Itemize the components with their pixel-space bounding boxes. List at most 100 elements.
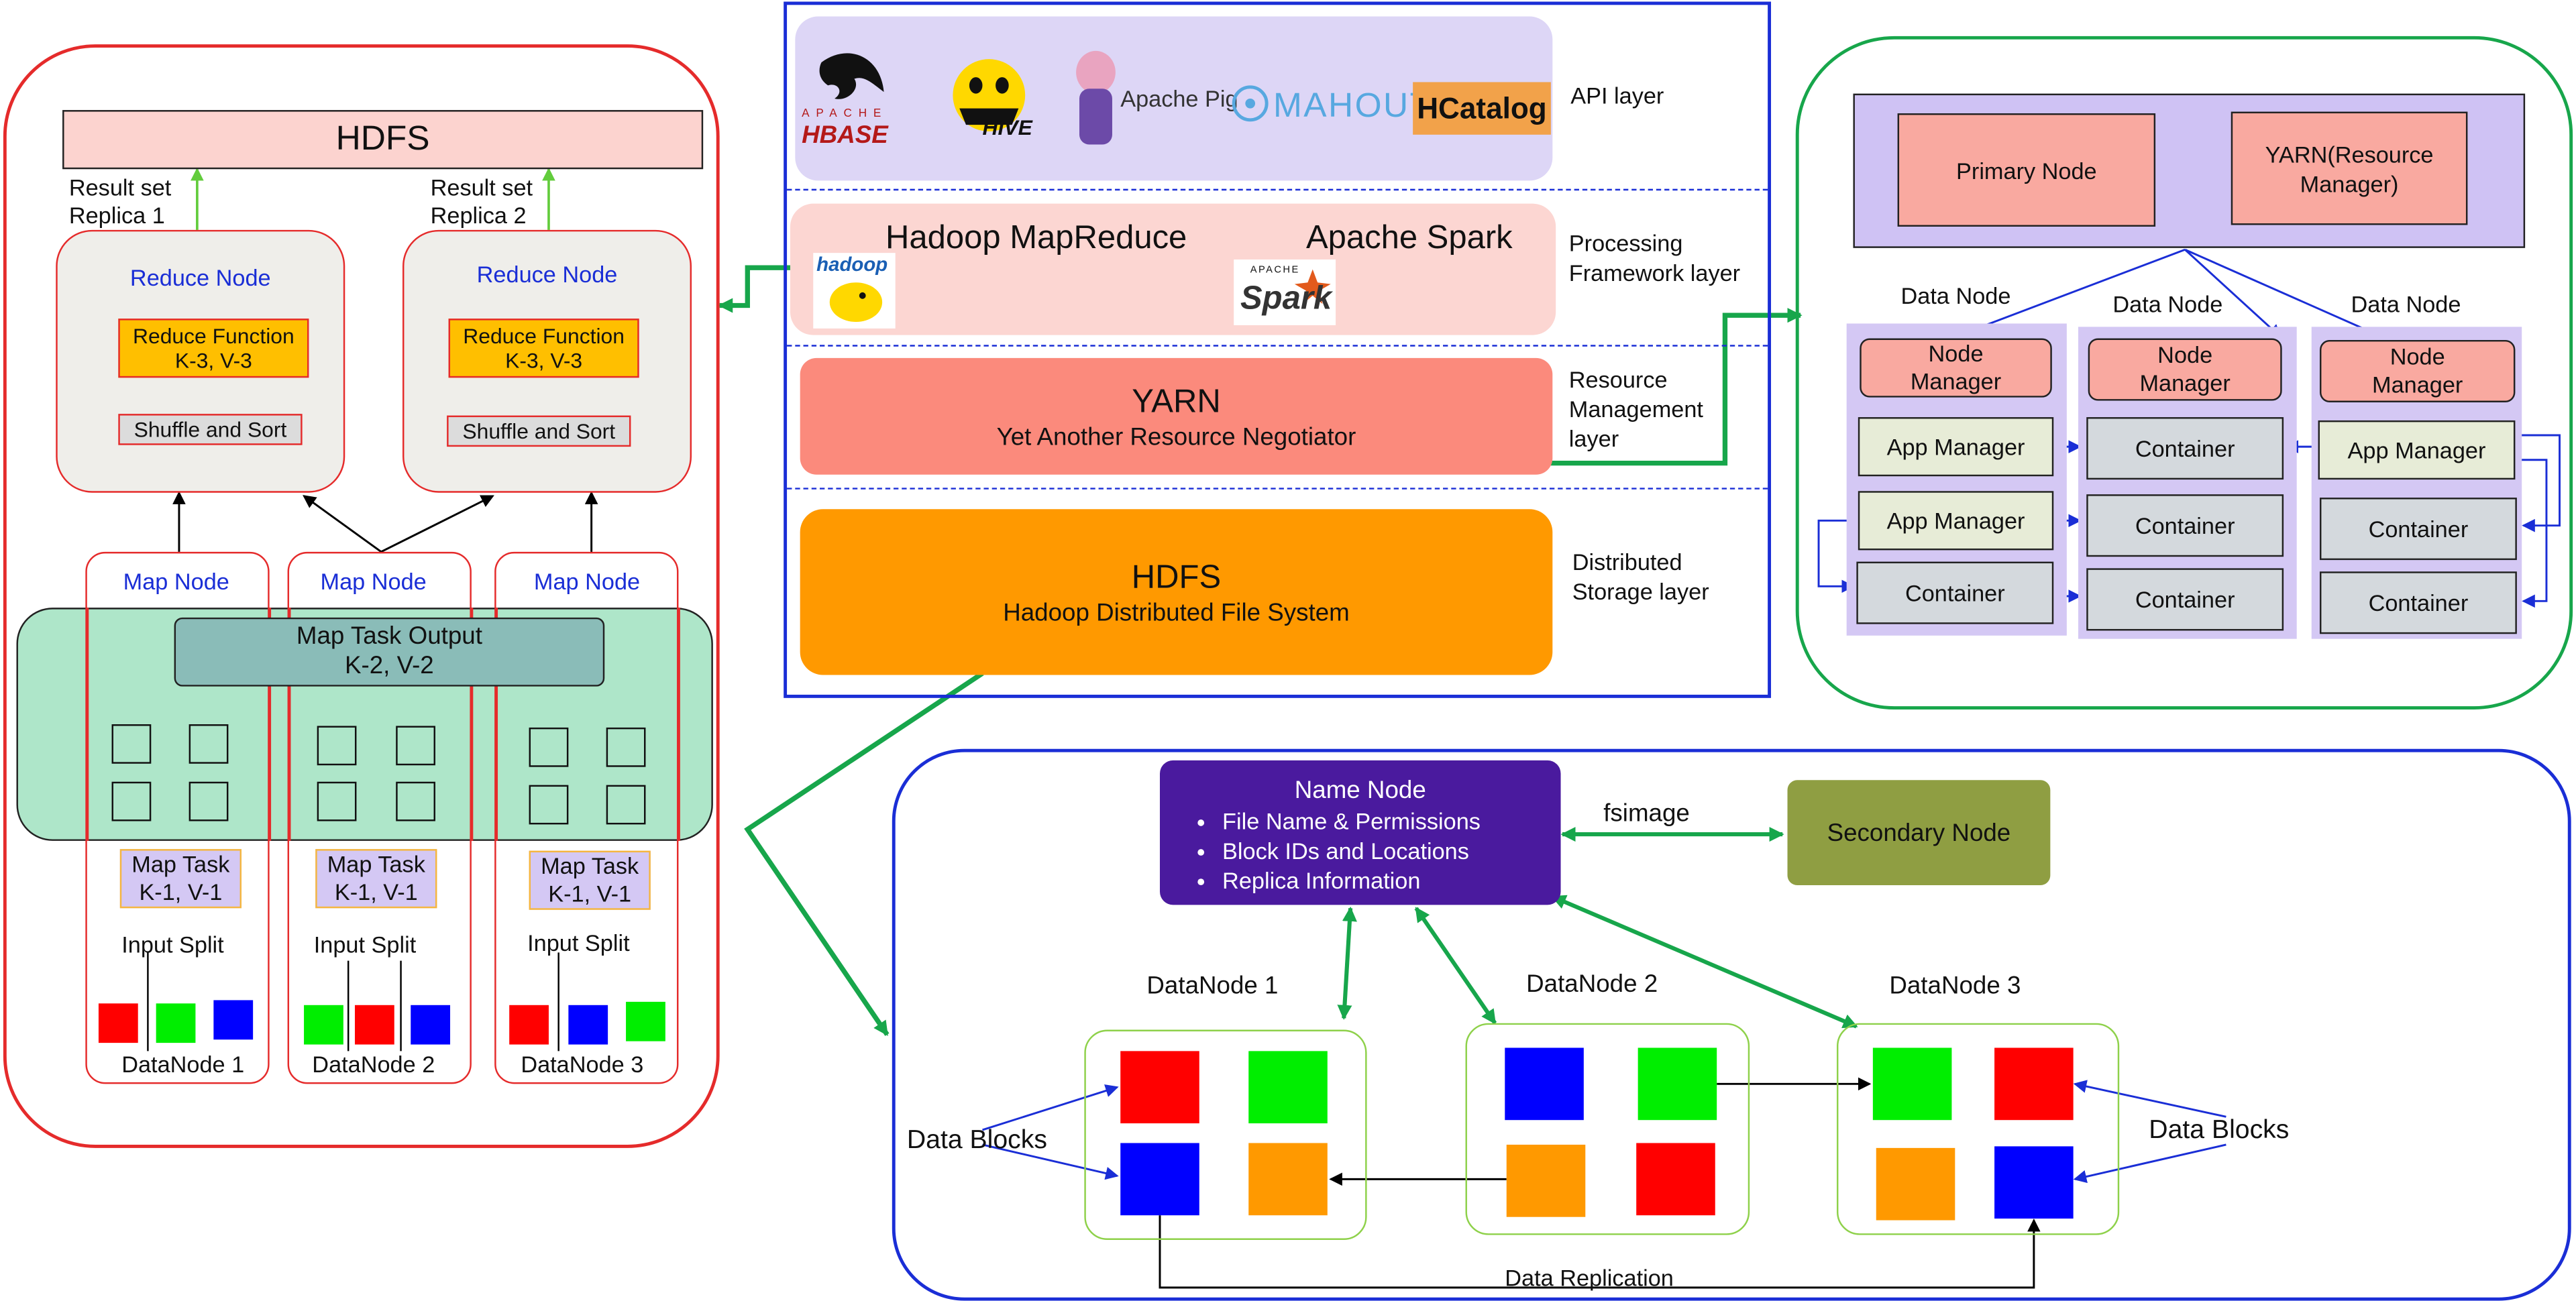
resource-layer-label-1: Resource xyxy=(1568,366,1668,393)
output-square xyxy=(317,726,357,766)
app-manager-box: App Manager xyxy=(1858,417,2054,477)
output-square xyxy=(529,785,569,825)
yarn-resource-manager-box: YARN(Resource Manager) xyxy=(2231,111,2468,225)
processing-layer-box: Hadoop MapReduce Apache Spark hadoop APA… xyxy=(790,203,1556,335)
orange-data-block xyxy=(1876,1147,1955,1220)
app-manager-box: App Manager xyxy=(1858,491,2054,551)
container-box: Container xyxy=(2319,571,2517,634)
data-blocks-label-right: Data Blocks xyxy=(2149,1117,2290,1145)
name-node-info-item: Replica Information xyxy=(1222,866,1481,895)
mapreduce-panel xyxy=(3,44,720,1148)
container-box: Container xyxy=(2086,568,2284,631)
map-node-title-2: Map Node xyxy=(320,568,427,595)
spark-title: Apache Spark xyxy=(1305,220,1513,257)
yarn-layer-box: YARN Yet Another Resource Negotiator xyxy=(800,357,1553,475)
orange-data-block xyxy=(1248,1143,1328,1216)
hdfs-datanode-2 xyxy=(1465,1023,1750,1235)
map-task-box-1: Map Task K-1, V-1 xyxy=(119,849,242,909)
input-split-label-2: Input Split xyxy=(313,931,417,958)
map-node-edge xyxy=(268,608,270,841)
pig-icon xyxy=(1076,50,1116,145)
orca-icon xyxy=(819,53,884,99)
container-box: Container xyxy=(1856,561,2054,624)
container-box: Container xyxy=(2086,494,2284,557)
green-block xyxy=(626,1001,665,1041)
red-block xyxy=(98,1003,138,1043)
blue-block xyxy=(411,1005,451,1045)
blue-block xyxy=(568,1005,608,1045)
map-node-edge xyxy=(470,608,473,841)
green-block xyxy=(304,1005,343,1045)
output-square xyxy=(189,781,229,821)
yarn-layer-subtitle: Yet Another Resource Negotiator xyxy=(996,423,1356,452)
map-node-title-1: Map Node xyxy=(123,568,229,595)
blue-data-block xyxy=(1994,1146,2074,1219)
map-node-edge xyxy=(676,608,680,841)
layer-divider xyxy=(787,188,1768,191)
red-data-block xyxy=(1120,1051,1199,1124)
hdfs-datanode-label-1: DataNode 1 xyxy=(1146,972,1279,1001)
shuffle-sort-box: Shuffle and Sort xyxy=(447,415,631,447)
secondary-node-box: Secondary Node xyxy=(1787,780,2051,886)
reduce-function-box: Reduce Function K-3, V-3 xyxy=(118,319,309,378)
yarn-data-node-label-1: Data Node xyxy=(1900,282,2011,309)
name-node-title: Name Node xyxy=(1294,777,1426,805)
yarn-panel xyxy=(1795,36,2573,709)
result-set-label-2: Result set xyxy=(430,174,533,201)
reduce-node-1: Reduce Node Reduce Function K-3, V-3 Shu… xyxy=(56,229,345,493)
primary-node-box: Primary Node xyxy=(1897,113,2156,227)
red-data-block xyxy=(1636,1143,1715,1216)
blue-block xyxy=(213,1000,254,1040)
layer-divider xyxy=(787,345,1768,347)
orange-data-block xyxy=(1506,1144,1586,1217)
hadoop-stack-panel xyxy=(784,1,1772,698)
result-set-replica-2: Replica 2 xyxy=(430,202,527,229)
mapreduce-title: Hadoop MapReduce xyxy=(885,220,1187,257)
result-set-label-1: Result set xyxy=(68,174,172,201)
reduce-node-title: Reduce Node xyxy=(476,261,618,288)
reduce-node-title: Reduce Node xyxy=(129,264,271,291)
output-square xyxy=(189,724,229,764)
shuffle-sort-box: Shuffle and Sort xyxy=(118,414,303,445)
reduce-function-box: Reduce Function K-3, V-3 xyxy=(448,319,639,378)
mahout-logo: MAHOUT xyxy=(1229,79,1431,131)
spark-logo: APACHE Spark xyxy=(1234,259,1336,325)
map-task-box-3: Map Task K-1, V-1 xyxy=(529,850,651,910)
red-block xyxy=(354,1005,394,1045)
output-square xyxy=(396,726,435,766)
spark-star-icon xyxy=(1294,269,1331,304)
hbase-logo: APACHE HBASE xyxy=(798,43,910,150)
red-data-block xyxy=(1994,1047,2074,1121)
blue-data-block xyxy=(1120,1143,1199,1216)
output-square xyxy=(606,727,646,767)
data-blocks-label-left: Data Blocks xyxy=(906,1127,1047,1155)
hdfs-panel xyxy=(892,748,2571,1301)
hdfs-layer-subtitle: Hadoop Distributed File System xyxy=(1003,599,1350,628)
output-square xyxy=(606,785,646,825)
reduce-node-2: Reduce Node Reduce Function K-3, V-3 Shu… xyxy=(402,229,692,493)
output-square xyxy=(111,724,152,764)
hdfs-layer-box: HDFS Hadoop Distributed File System xyxy=(800,509,1553,675)
map-datanode-label-2: DataNode 2 xyxy=(312,1051,435,1078)
processing-layer-label-1: Processing xyxy=(1568,229,1683,257)
input-split-label-3: Input Split xyxy=(527,929,630,956)
map-datanode-label-3: DataNode 3 xyxy=(521,1051,644,1078)
name-node-box: Name Node File Name & Permissions Block … xyxy=(1159,760,1561,905)
hdfs-output-box: HDFS xyxy=(62,110,704,170)
api-layer-box: APACHE HBASE HIVE Apache Pig MAHOUT xyxy=(795,16,1553,181)
output-square xyxy=(529,727,569,767)
yarn-data-node-label-3: Data Node xyxy=(2351,290,2461,317)
app-manager-box: App Manager xyxy=(2318,420,2516,480)
yarn-layer-title: YARN xyxy=(1132,384,1221,420)
output-square xyxy=(396,781,435,821)
map-datanode-label-1: DataNode 1 xyxy=(121,1051,245,1078)
resource-layer-label-2: Management xyxy=(1568,396,1703,422)
layer-divider xyxy=(787,488,1768,490)
processing-layer-label-2: Framework layer xyxy=(1568,259,1741,286)
green-data-block xyxy=(1638,1047,1717,1121)
bee-icon xyxy=(953,59,1026,131)
hdfs-datanode-label-2: DataNode 2 xyxy=(1526,970,1658,999)
